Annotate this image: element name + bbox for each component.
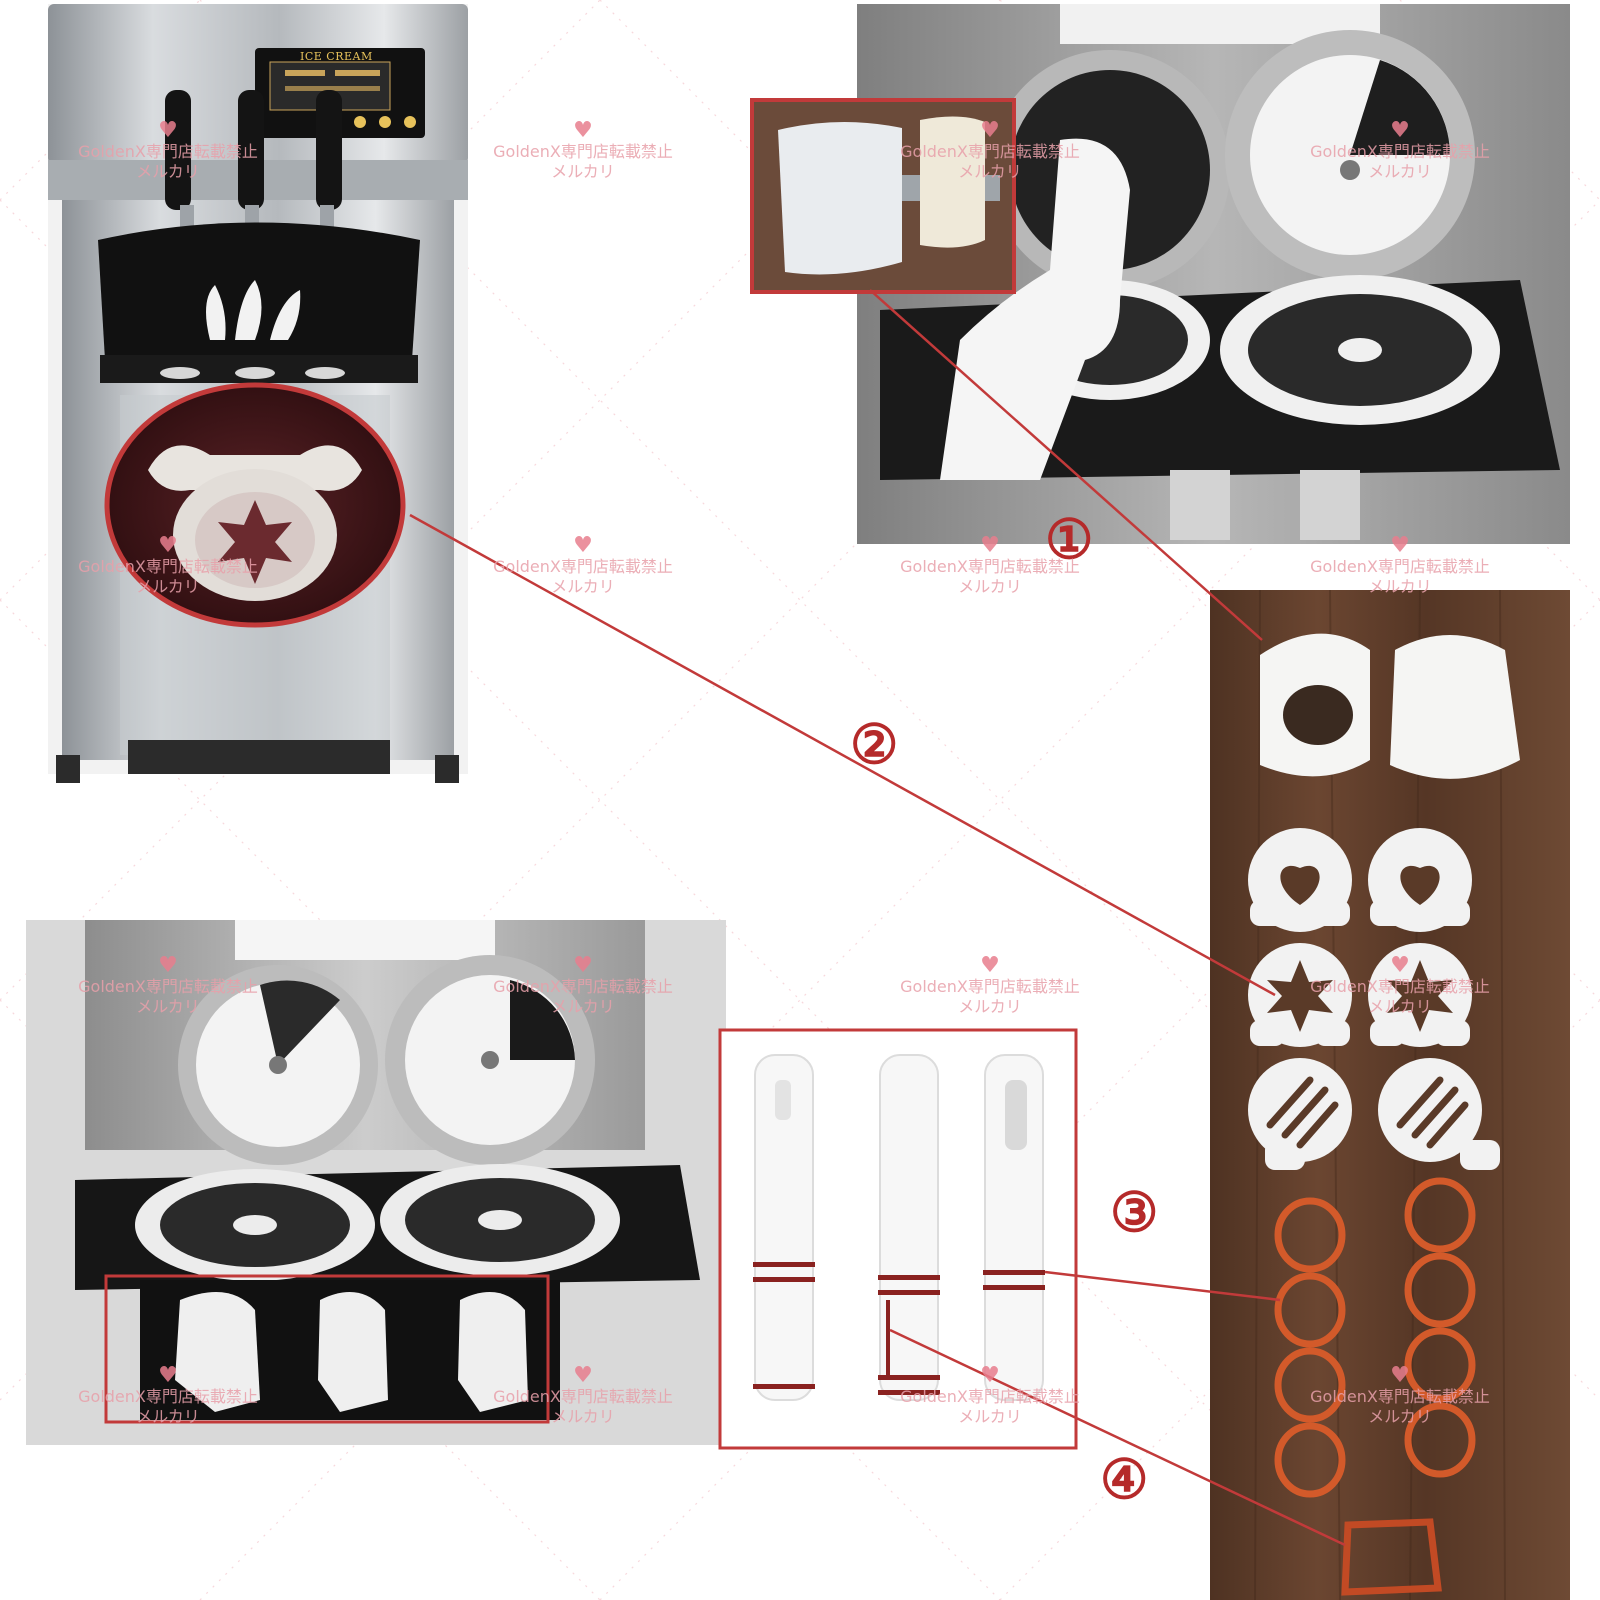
machine-front-photo — [48, 4, 468, 783]
hopper-interior-photo-top — [750, 4, 1570, 544]
callout-4: ④ — [1100, 1447, 1149, 1511]
machine-display-label: ICE CREAM — [300, 50, 373, 63]
star-cap-zoom-inset — [104, 382, 406, 628]
plunger-rods-inset — [718, 1028, 1078, 1450]
callout-connector-lines — [409, 289, 1346, 1547]
star-cutout-icon — [218, 500, 292, 584]
callout-3: ③ — [1110, 1180, 1159, 1244]
hopper-interior-photo-bottom — [26, 920, 726, 1445]
callout-2: ② — [850, 712, 899, 776]
o-ring-parts — [1274, 1177, 1476, 1498]
spare-parts-photo — [1210, 589, 1570, 1600]
callout-1: ① — [1045, 507, 1094, 571]
rect-gasket-part — [1341, 1518, 1442, 1596]
nozzle-highlight-box — [104, 1274, 550, 1424]
sleeve-zoom-inset — [750, 98, 1016, 294]
slotted-cap-parts — [1248, 1058, 1500, 1170]
